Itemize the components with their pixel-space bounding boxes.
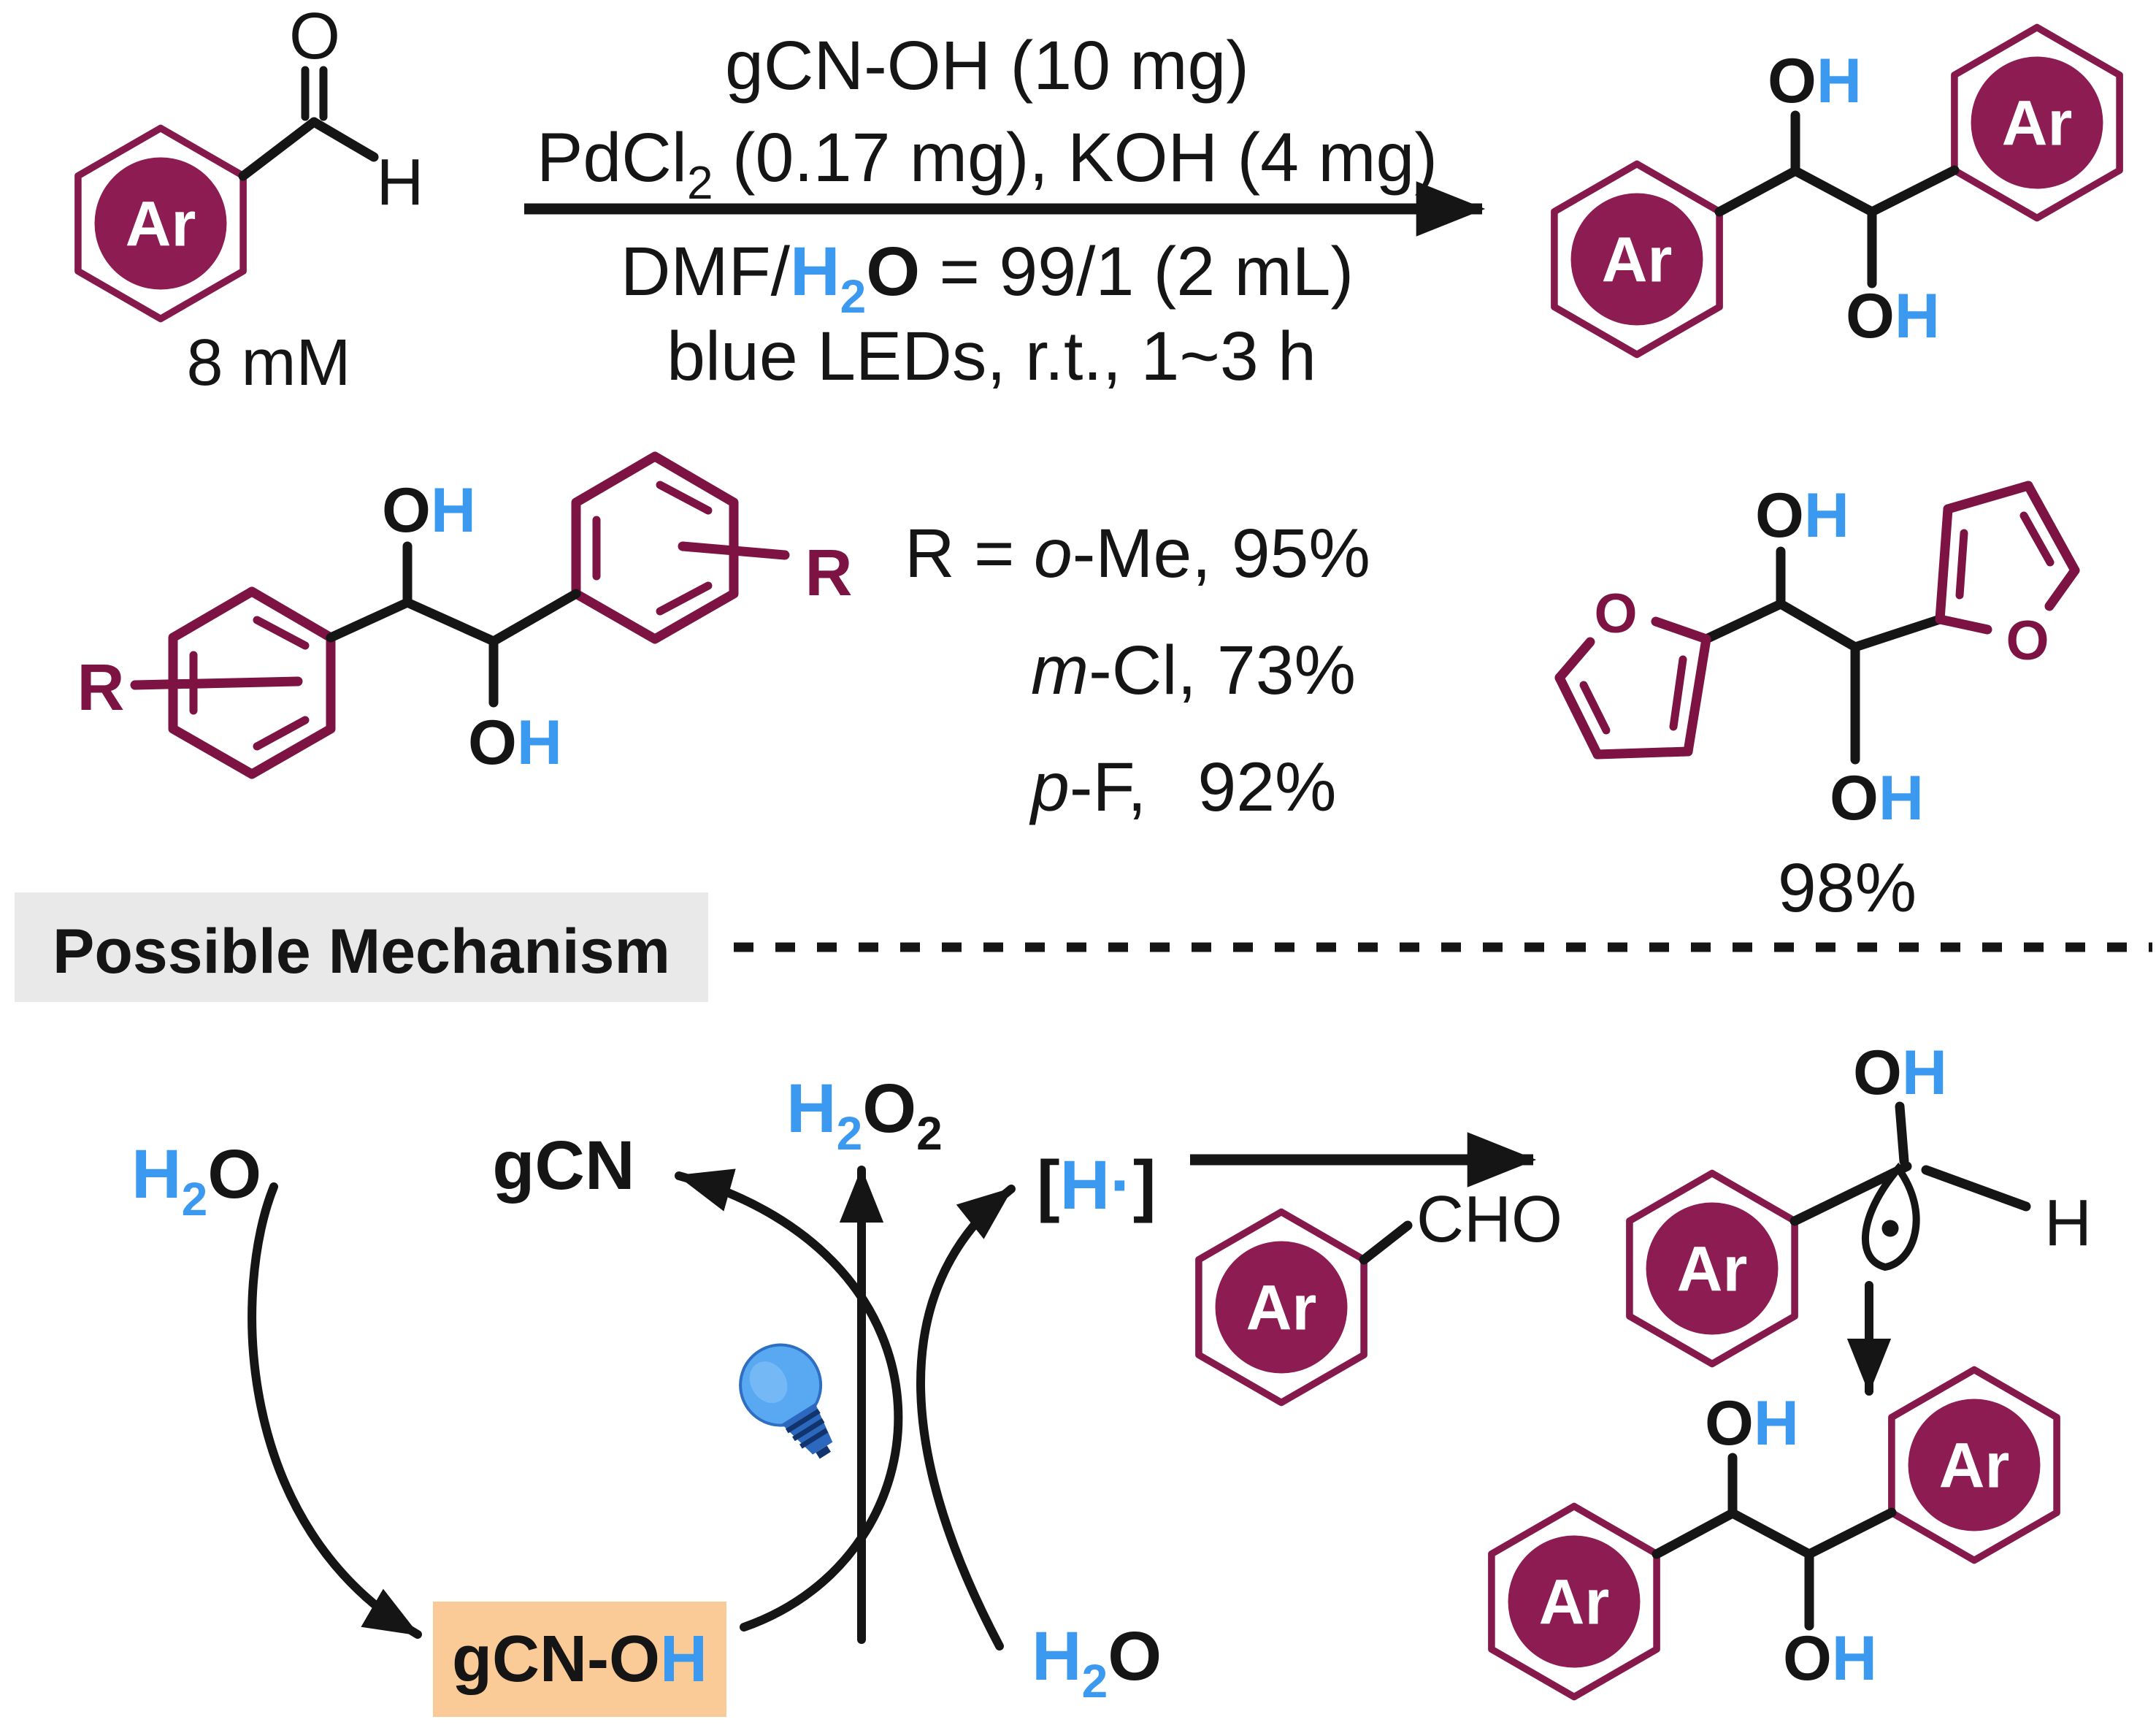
concentration-label: 8 mM (187, 326, 351, 399)
bond (1701, 599, 1786, 644)
furan-bond (2044, 565, 2080, 611)
furan-bond (1554, 673, 1603, 760)
cycle-arrow-left (248, 1182, 422, 1639)
ketyl-radical: OH H (1630, 1038, 2092, 1396)
conditions-line2: PdCl2 (0.17 mg), KOH (4 mg) (537, 119, 1438, 209)
radical-h-label: H (2044, 1187, 2092, 1260)
bond (402, 597, 499, 646)
bond (238, 117, 319, 181)
light-bulb-icon (739, 1343, 833, 1459)
catalytic-cycle: H2O gCN H2O2 [H·] gCN-OH H2O (131, 1070, 1162, 1717)
benzene-ring (571, 451, 739, 644)
reaction-conditions: gCN-OH (10 mg) PdCl2 (0.17 mg), KOH (4 m… (524, 27, 1486, 395)
yield-list: R = o-Me,95% m-Cl,73% p-F,92% (905, 515, 1370, 826)
hydroxyl-label: OH (1853, 1038, 1947, 1108)
r-bond (678, 541, 790, 560)
furan-o-label: O (1594, 583, 1637, 645)
double-bond (1669, 655, 1687, 731)
carbonyl-o-label: O (289, 0, 340, 73)
furan-o-label: O (2006, 610, 2049, 672)
furan-bond (1943, 481, 2033, 514)
gcnoh-box (433, 1602, 726, 1717)
double-bond (253, 716, 310, 751)
furan-bond (1683, 634, 1711, 757)
h2o2-label: H2O2 (786, 1070, 943, 1160)
furan-bond (2023, 481, 2080, 575)
gcnoh-label: gCN-OH (452, 1623, 707, 1696)
bond (1895, 1101, 1909, 1166)
yield-line2: m-Cl,73% (1031, 632, 1356, 709)
hydroxyl-label: OH (1755, 481, 1849, 551)
aldehyde-h-label: H (377, 146, 424, 219)
conditions-line4: blue LEDs, r.t., 1~3 h (667, 318, 1316, 395)
r-label: R (77, 651, 125, 724)
furan-bond (1935, 504, 1953, 624)
r-label: R (805, 537, 853, 610)
aryl-aldehyde-cho: CHO (1199, 1183, 1562, 1403)
furan-bond (1935, 614, 1992, 635)
double-bond (1955, 529, 1968, 600)
diol-product-top (1554, 28, 2119, 355)
hydroxyl-label: OH (382, 475, 476, 546)
aryl-group (1199, 1212, 1364, 1403)
substrate-scope-structure: R R OH OH (77, 451, 853, 779)
water-left-label: H2O (131, 1136, 261, 1225)
bond (326, 597, 413, 643)
double-bond (253, 616, 310, 650)
furan-bond (1554, 637, 1595, 683)
water-right-label: H2O (1032, 1618, 1162, 1707)
difuryl-diol: OH OH O O 98% (1554, 481, 2080, 927)
yield-line1: R = o-Me,95% (905, 515, 1370, 592)
aryl-group (78, 129, 243, 319)
conditions-line3: DMF/H2O = 99/1 (2 mL) (621, 233, 1354, 323)
radical-electron-dot (1881, 1220, 1899, 1237)
gcn-label: gCN (492, 1127, 634, 1204)
bond (1921, 1165, 2031, 1212)
yield-line3: p-F,92% (1029, 749, 1337, 826)
h-radical-arrow (916, 1185, 1016, 1651)
double-bond (1579, 681, 1611, 735)
bond (488, 589, 581, 646)
hydroxyl-label: OH (468, 708, 562, 778)
mechanism-header-box (15, 892, 708, 1002)
mechanism-header: Possible Mechanism (53, 917, 670, 987)
furan-bond (1592, 746, 1693, 760)
bond (1359, 1220, 1413, 1265)
yield-98: 98% (1778, 849, 1917, 927)
radical-lobe (1861, 1162, 1920, 1271)
double-bond (2019, 511, 2055, 567)
bond (1850, 614, 1945, 652)
conditions-line1: gCN-OH (10 mg) (725, 27, 1249, 104)
cho-label: CHO (1416, 1183, 1562, 1256)
bond (309, 117, 379, 162)
r-bond (130, 676, 303, 690)
hydroxyl-label: OH (1830, 763, 1924, 833)
cycle-arrow-right (675, 1169, 903, 1632)
reactant-aldehyde: O H 8 mM (78, 0, 424, 399)
aryl-group (1630, 1174, 1795, 1364)
furan-bond (1651, 616, 1711, 644)
diol-product-bottom (1492, 1370, 2057, 1697)
double-bond (656, 581, 713, 616)
double-bond (656, 481, 713, 515)
hydrogen-radical-label: [H·] (1037, 1147, 1156, 1224)
bond (1776, 599, 1860, 652)
